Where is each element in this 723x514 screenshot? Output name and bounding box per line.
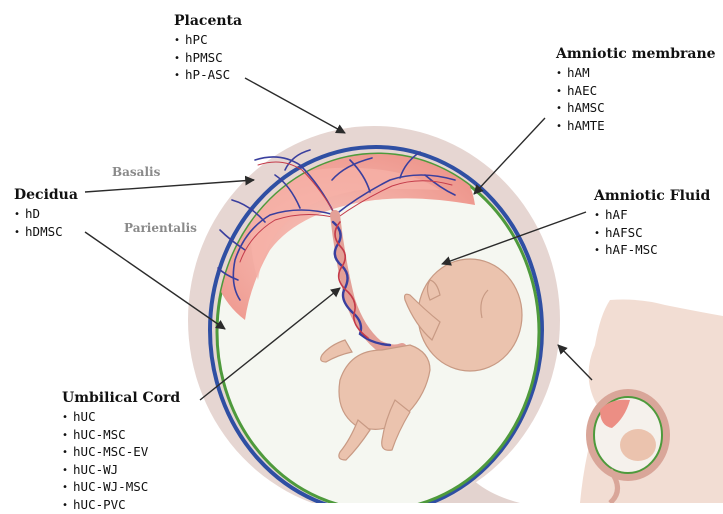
amniotic-fluid-label-block: Amniotic Fluid hAF hAFSC hAF-MSC	[594, 188, 710, 260]
amniotic-fluid-item: hAF	[594, 207, 710, 225]
decidua-item: hD	[14, 206, 78, 224]
amniotic-fluid-title: Amniotic Fluid	[594, 188, 710, 205]
umbilical-cord-list: hUC hUC-MSC hUC-MSC-EV hUC-WJ hUC-WJ-MSC…	[62, 409, 180, 514]
arrow-placenta	[245, 78, 345, 133]
umbilical-cord-item: hUC-MSC	[62, 427, 180, 445]
amniotic-membrane-list: hAM hAEC hAMSC hAMTE	[556, 65, 716, 135]
basalis-label: Basalis	[112, 165, 160, 179]
arrow-basalis	[85, 180, 254, 192]
umbilical-cord-item: hUC-WJ-MSC	[62, 479, 180, 497]
arrow-amniotic-membrane	[474, 118, 545, 194]
amniotic-membrane-item: hAMTE	[556, 118, 716, 136]
placenta-list: hPC hPMSC hP-ASC	[174, 32, 242, 85]
umbilical-cord-item: hUC	[62, 409, 180, 427]
placenta-item: hPC	[174, 32, 242, 50]
amniotic-membrane-label-block: Amniotic membrane hAM hAEC hAMSC hAMTE	[556, 46, 716, 135]
decidua-title: Decidua	[14, 187, 78, 204]
amniotic-fluid-item: hAF-MSC	[594, 242, 710, 260]
pregnant-body-illustration	[580, 300, 723, 503]
umbilical-cord-item: hUC-PVC	[62, 497, 180, 514]
umbilical-cord-title: Umbilical Cord	[62, 390, 180, 407]
placenta-item: hP-ASC	[174, 67, 242, 85]
placenta-item: hPMSC	[174, 50, 242, 68]
placenta-label-block: Placenta hPC hPMSC hP-ASC	[174, 13, 242, 85]
amniotic-fluid-list: hAF hAFSC hAF-MSC	[594, 207, 710, 260]
amniotic-membrane-item: hAEC	[556, 83, 716, 101]
amniotic-fluid-item: hAFSC	[594, 225, 710, 243]
amniotic-membrane-item: hAM	[556, 65, 716, 83]
parientalis-label: Parientalis	[124, 221, 197, 235]
arrow-body-zoom	[558, 345, 592, 380]
amniotic-membrane-item: hAMSC	[556, 100, 716, 118]
decidua-item: hDMSC	[14, 224, 78, 242]
umbilical-cord-item: hUC-WJ	[62, 462, 180, 480]
amniotic-membrane-title: Amniotic membrane	[556, 46, 716, 63]
umbilical-cord-item: hUC-MSC-EV	[62, 444, 180, 462]
decidua-list: hD hDMSC	[14, 206, 78, 241]
placenta-title: Placenta	[174, 13, 242, 30]
decidua-label-block: Decidua hD hDMSC	[14, 187, 78, 241]
umbilical-cord-label-block: Umbilical Cord hUC hUC-MSC hUC-MSC-EV hU…	[62, 390, 180, 514]
